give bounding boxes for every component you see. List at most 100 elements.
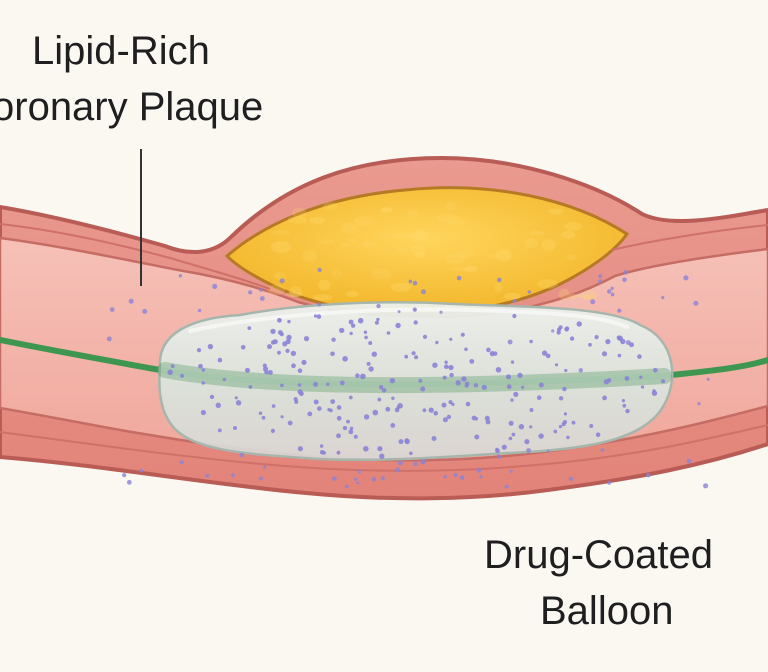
drug-particle [270,328,276,335]
drug-particle-released [623,270,629,275]
plaque-lipid-droplet [496,249,512,262]
drug-particle [455,380,461,386]
drug-particle-released [590,299,596,305]
drug-particle [235,400,242,406]
drug-particle [322,451,326,455]
drug-particle [601,351,608,357]
plaque-lipid-droplet [267,284,286,295]
plaque-texture [267,201,598,302]
drug-particle-released [509,469,513,473]
drug-particle-released [476,467,482,473]
drug-particle-released [661,296,665,300]
drug-particle [411,351,416,356]
drug-particle-released [600,448,605,452]
drug-particle [381,388,387,393]
drug-particle-released [376,303,381,309]
drug-particle [566,435,570,440]
drug-particle [529,408,534,412]
drug-particle-released [263,465,267,469]
plaque-lipid-droplet [390,282,412,292]
drug-particle [422,334,428,339]
plaque-lipid-droplet [445,252,466,264]
drug-particle [571,420,576,425]
plaque-lipid-droplet [456,249,474,258]
drug-particle [518,424,525,430]
drug-particle [351,323,356,328]
drug-particle [589,424,594,428]
drug-particle [521,385,525,389]
drug-particle-released [354,477,358,481]
drug-particle-released [128,298,134,304]
balloon-highlight [188,307,629,333]
drug-particle [396,405,400,410]
drug-particle-released [397,460,403,466]
drug-particle-released [356,481,360,485]
drug-particle-released [610,292,615,297]
plaque-lipid-droplet [345,290,359,298]
drug-particle [379,385,384,390]
drug-particle [464,381,470,387]
drug-particle-released [230,473,235,478]
drug-particle [339,327,345,334]
drug-particle-released [258,476,263,481]
drug-particle [484,415,490,421]
drug-particle [247,326,252,330]
plaque-lipid-droplet [414,229,427,240]
drug-particle [564,368,568,373]
drug-particle [346,419,350,424]
drug-particle-released [526,448,531,453]
drug-particle-released [497,277,502,283]
drug-particle [368,366,374,372]
drug-particle [293,397,298,402]
plaque-lipid-droplet [347,237,357,243]
drug-particle-released [142,308,148,314]
plaque-lipid-droplet [309,216,325,225]
drug-particle [508,436,513,441]
drug-particle-released [568,476,574,481]
drug-particle [448,364,454,371]
drug-particle [558,425,563,429]
drug-particle [349,331,353,336]
plaque-lipid-droplet [342,222,357,234]
plaque-lipid-droplet [488,253,500,259]
drug-particle-released [122,473,127,478]
drug-particle [563,412,568,416]
drug-particle-released [546,449,550,453]
drug-particle [280,383,284,388]
plaque-lipid-droplet [285,291,304,297]
drug-particle [444,360,448,364]
drug-particle [339,380,345,386]
plaque-lipid-droplet [446,219,467,225]
plaque-lipid-droplet [561,230,576,239]
plaque-lipid-droplet [390,232,412,238]
drug-particle [287,420,293,426]
drug-particle [326,382,330,386]
drug-particle-released [683,275,689,281]
drug-particle [409,451,413,456]
drug-particle [261,415,266,420]
drug-particle [558,396,564,401]
drug-particle-released [527,290,531,294]
drug-particle [640,385,645,389]
plaque-lipid-droplet [313,294,333,301]
drug-particle [348,395,353,400]
drug-particle [267,344,272,350]
plaque-lipid-droplet [302,250,317,263]
plaque-lipid-droplet [317,279,331,291]
drug-particle-released [109,307,115,312]
drug-particle-released [622,277,627,283]
drug-particle-released [380,476,385,481]
drug-particle [316,314,322,319]
drug-particle-released [179,460,184,465]
drug-particle [595,432,601,438]
drug-particle-released [617,308,622,313]
drug-particle [245,367,250,373]
drug-particle [486,347,491,353]
drug-particle [285,348,290,353]
drug-particle [444,364,449,370]
drug-particle-released [456,275,462,281]
drug-particle [545,353,551,359]
drug-particle [449,337,453,341]
drug-particle-released [598,279,603,284]
drug-particle [481,384,487,390]
